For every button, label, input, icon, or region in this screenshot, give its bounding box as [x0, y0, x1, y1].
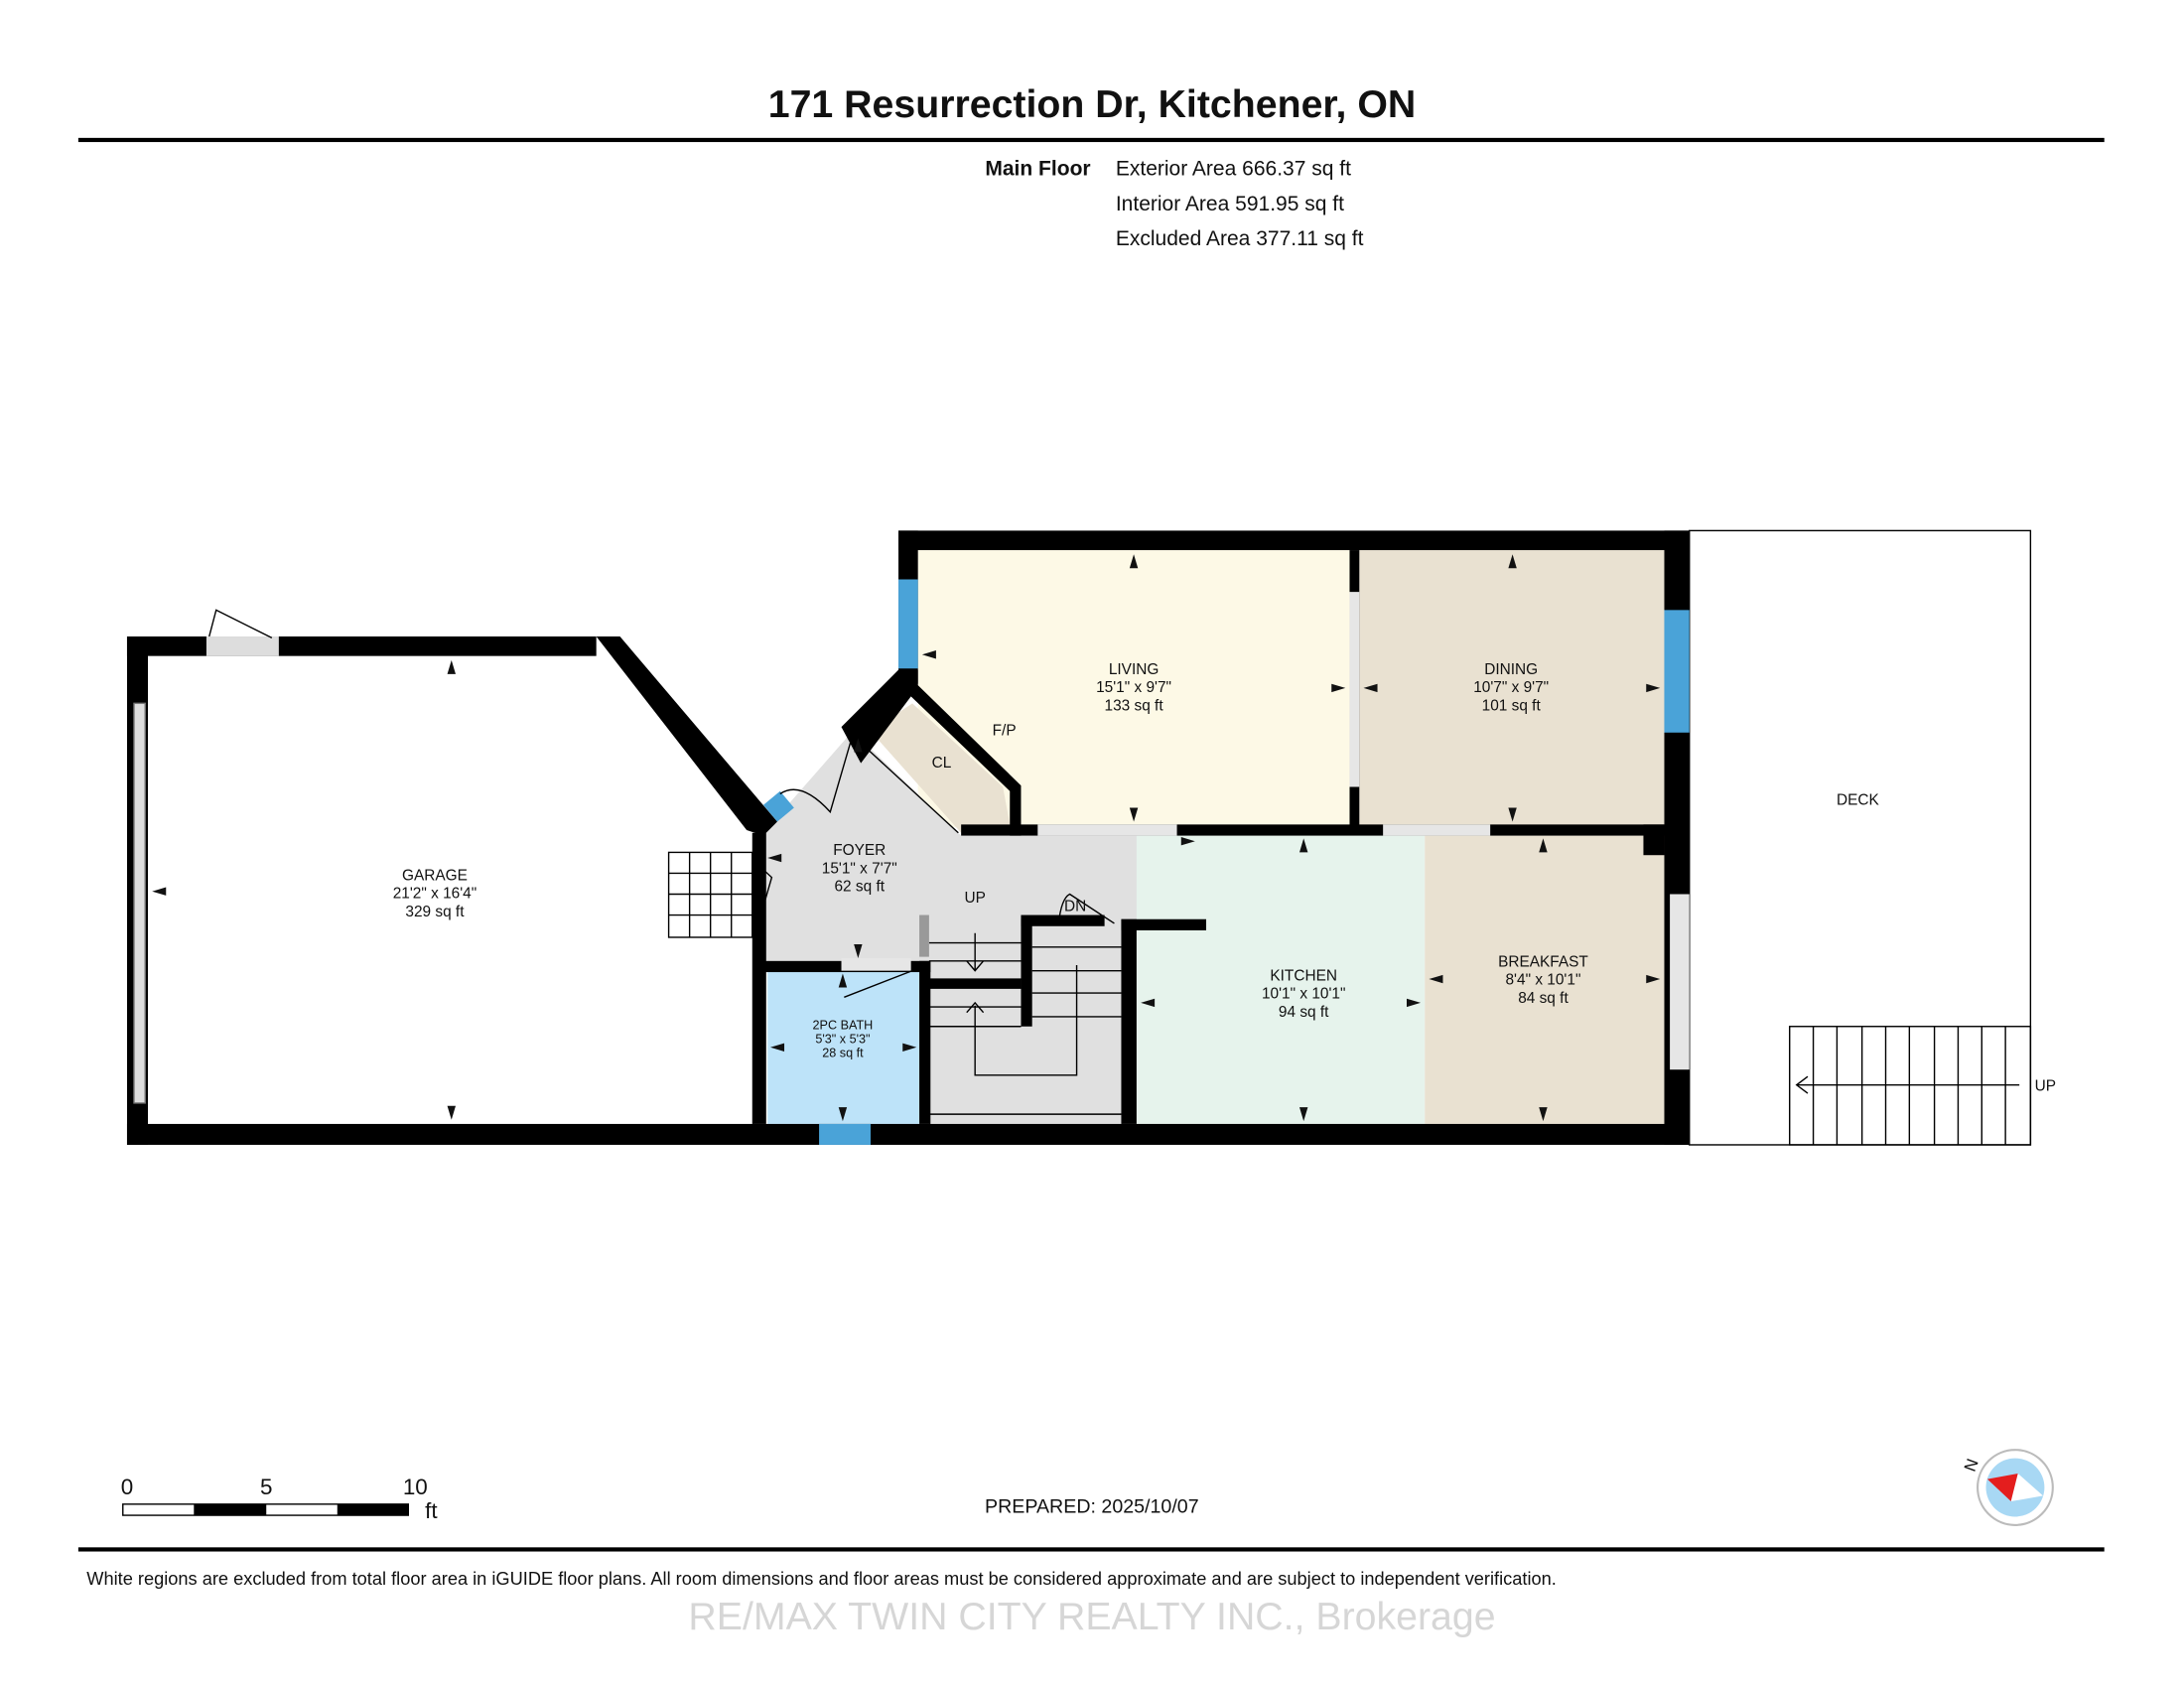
windows [133, 579, 1690, 1145]
svg-text:DINING: DINING [1484, 661, 1538, 678]
window-bath [819, 1123, 871, 1145]
header-divider [77, 137, 2105, 143]
svg-text:FOYER: FOYER [833, 842, 886, 859]
svg-text:62 sq ft: 62 sq ft [834, 879, 885, 896]
dimension-arrows [152, 554, 1661, 1122]
breakfast-room [1425, 835, 1665, 1124]
label-breakfast: BREAKFAST 8'4" x 10'1" 84 sq ft [1498, 953, 1588, 1006]
compass-icon: N [1961, 1449, 2054, 1526]
scale-bar: 0 5 10 ft [121, 1475, 439, 1523]
svg-text:101 sq ft: 101 sq ft [1482, 697, 1542, 714]
label-kitchen: KITCHEN 10'1" x 10'1" 94 sq ft [1262, 967, 1346, 1020]
dining-breakfast-opening [1383, 824, 1491, 836]
patio-door [1670, 894, 1690, 1070]
svg-text:15'1" x 7'7": 15'1" x 7'7" [822, 860, 897, 877]
svg-text:84 sq ft: 84 sq ft [1518, 990, 1569, 1007]
exterior-area: Exterior Area 666.37 sq ft [1116, 158, 1351, 181]
label-dining: DINING 10'7" x 9'7" 101 sq ft [1473, 661, 1549, 714]
scale-tick-10: 10 [403, 1475, 428, 1499]
label-stairs-up: UP [964, 890, 985, 907]
excluded-area: Excluded Area 377.11 sq ft [1116, 227, 1364, 250]
interior-stairs [928, 918, 1122, 1115]
living-dining-opening [1349, 592, 1360, 787]
svg-text:5'3" x 5'3": 5'3" x 5'3" [815, 1033, 870, 1047]
dining-room [1359, 550, 1665, 828]
svg-text:94 sq ft: 94 sq ft [1279, 1004, 1329, 1021]
label-deck-up: UP [2035, 1077, 2056, 1094]
railing [919, 914, 929, 957]
svg-text:329 sq ft: 329 sq ft [405, 904, 465, 920]
garage-door-opening [133, 702, 146, 1104]
svg-text:10'1" x 10'1": 10'1" x 10'1" [1262, 986, 1346, 1003]
svg-text:21'2" x 16'4": 21'2" x 16'4" [393, 886, 478, 903]
foyer [762, 731, 1198, 961]
living-foyer-opening [1037, 824, 1177, 836]
deck [1689, 529, 2032, 1146]
disclaimer: White regions are excluded from total fl… [86, 1568, 1557, 1589]
scale-tick-5: 5 [260, 1475, 272, 1499]
footer-divider [77, 1547, 2105, 1552]
bath-door-opening [841, 958, 911, 971]
label-living: LIVING 15'1" x 9'7" 133 sq ft [1096, 661, 1171, 714]
svg-text:2PC BATH: 2PC BATH [813, 1019, 874, 1033]
closet [870, 703, 1011, 833]
svg-text:15'1" x 9'7": 15'1" x 9'7" [1096, 679, 1171, 696]
prepared-date: PREPARED: 2025/10/07 [985, 1495, 1199, 1517]
window-dining [1664, 610, 1690, 733]
room-labels: GARAGE 21'2" x 16'4" 329 sq ft LIVING 15… [393, 661, 2056, 1094]
svg-text:28 sq ft: 28 sq ft [822, 1047, 864, 1060]
svg-text:N: N [1961, 1457, 1982, 1475]
svg-text:GARAGE: GARAGE [402, 867, 468, 884]
page-title: 171 Resurrection Dr, Kitchener, ON [768, 82, 1416, 126]
floor-name: Main Floor [985, 158, 1090, 181]
scale-unit: ft [425, 1498, 438, 1523]
room-fills [762, 550, 1665, 1124]
kitchen [1136, 835, 1426, 1124]
svg-text:KITCHEN: KITCHEN [1270, 967, 1337, 984]
label-deck: DECK [1837, 792, 1880, 809]
bath [767, 970, 920, 1124]
watermark: RE/MAX TWIN CITY REALTY INC., Brokerage [688, 1595, 1495, 1638]
label-bath: 2PC BATH 5'3" x 5'3" 28 sq ft [813, 1019, 874, 1060]
svg-text:BREAKFAST: BREAKFAST [1498, 953, 1588, 970]
label-fireplace: F/P [993, 723, 1017, 740]
window-foyer [762, 790, 794, 822]
door-swings [208, 609, 1115, 998]
garage-steps [667, 851, 753, 938]
svg-text:133 sq ft: 133 sq ft [1105, 697, 1164, 714]
interior-area: Interior Area 591.95 sq ft [1116, 193, 1344, 215]
label-foyer: FOYER 15'1" x 7'7" 62 sq ft [822, 842, 897, 895]
label-stairs-down: DN [1064, 898, 1086, 914]
label-garage: GARAGE 21'2" x 16'4" 329 sq ft [393, 867, 478, 919]
garage-side-door [205, 636, 279, 656]
window-living [898, 579, 918, 669]
scale-tick-0: 0 [121, 1475, 133, 1499]
label-closet: CL [932, 755, 952, 772]
svg-text:LIVING: LIVING [1109, 661, 1160, 678]
svg-text:8'4" x 10'1": 8'4" x 10'1" [1505, 972, 1580, 989]
svg-text:10'7" x 9'7": 10'7" x 9'7" [1473, 679, 1549, 696]
